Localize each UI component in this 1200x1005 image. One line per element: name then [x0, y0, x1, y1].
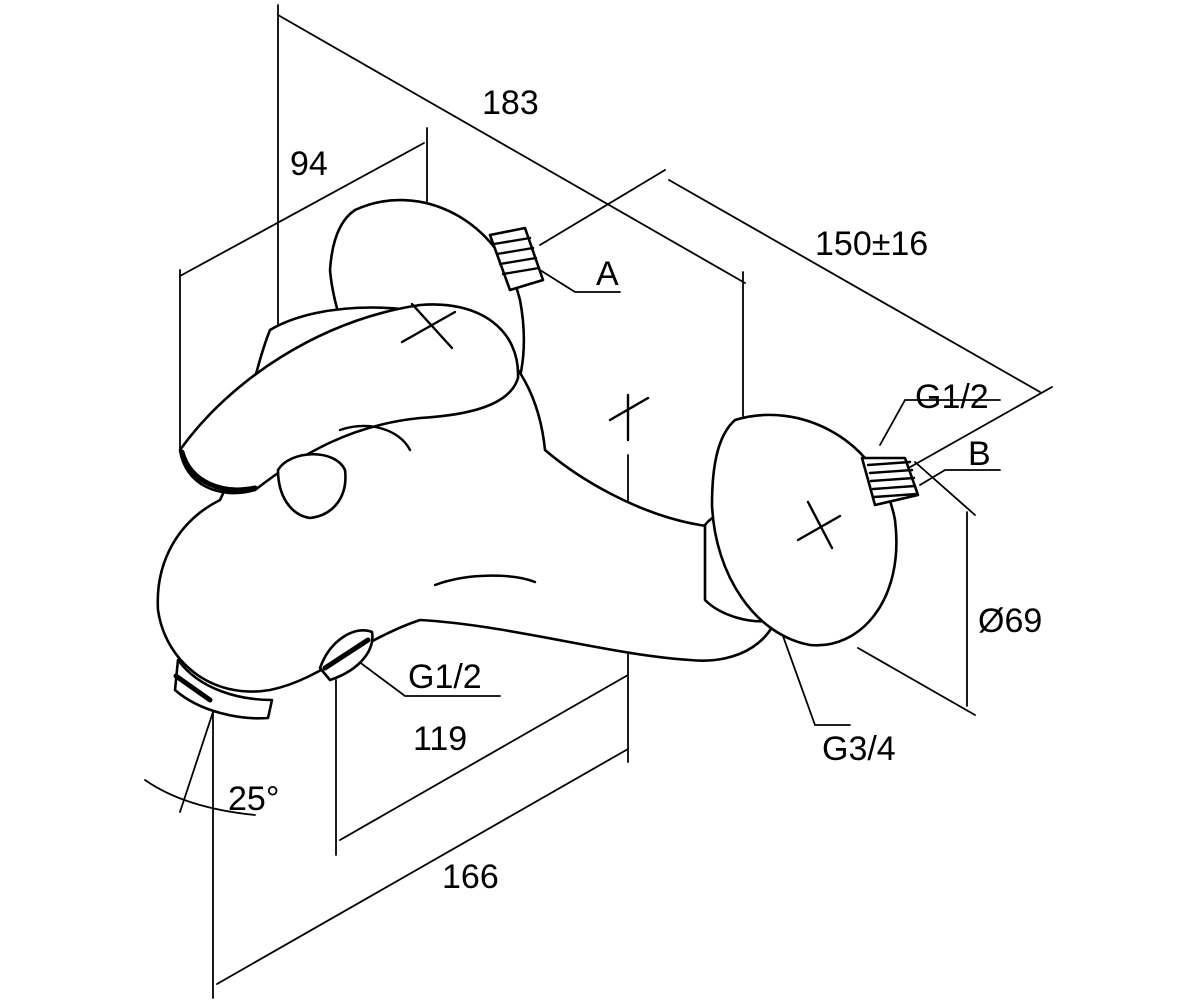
dim-diameter-69: Ø69 — [978, 602, 1042, 640]
dimension-labels: 183 94 150±16 119 166 Ø69 25° — [228, 84, 1042, 896]
dim-166: 166 — [442, 858, 499, 896]
dim-angle-25: 25° — [228, 780, 279, 818]
label-thread-eccentric: G3/4 — [822, 730, 896, 768]
dimension-lines — [144, 14, 1041, 985]
dim-119: 119 — [413, 720, 467, 758]
label-inlet-b: B — [968, 435, 991, 473]
dim-94: 94 — [290, 145, 328, 183]
dim-183: 183 — [482, 84, 539, 122]
dim-150-16: 150±16 — [815, 225, 928, 263]
thread-b — [860, 456, 920, 507]
label-thread-outlet: G1/2 — [408, 658, 482, 696]
label-inlet-a: A — [596, 255, 619, 293]
label-thread-b: G1/2 — [915, 378, 989, 416]
faucet-body — [156, 198, 920, 720]
center-marks — [400, 302, 842, 550]
leader-lines — [349, 269, 1001, 726]
connection-labels: A B G1/2 G1/2 G3/4 — [408, 255, 991, 768]
thread-a — [488, 226, 545, 292]
